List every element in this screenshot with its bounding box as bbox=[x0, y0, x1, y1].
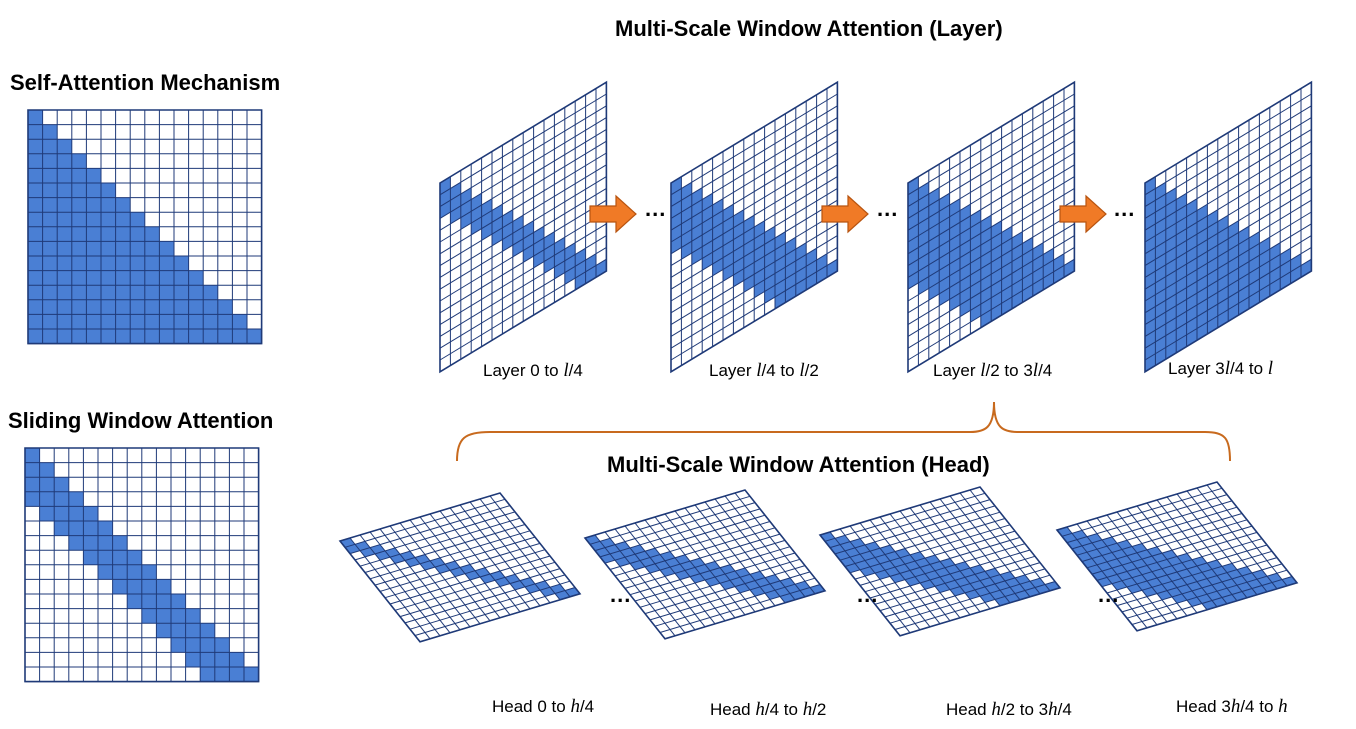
head-grid-4 bbox=[1055, 481, 1299, 632]
self-attention-grid bbox=[27, 109, 263, 345]
layer-caption-4: Layer 3l/4 to l bbox=[1168, 358, 1274, 379]
multi-scale-layer-title: Multi-Scale Window Attention (Layer) bbox=[615, 16, 1003, 41]
right-arrow-icon bbox=[1059, 194, 1107, 234]
right-arrow-icon bbox=[589, 194, 637, 234]
layer-ellipsis-1: ... bbox=[645, 196, 667, 221]
layer-caption-2: Layer l/4 to l/2 bbox=[709, 360, 819, 381]
sliding-window-title: Sliding Window Attention bbox=[8, 408, 274, 433]
head-caption-2: Head h/4 to h/2 bbox=[710, 699, 827, 720]
head-ellipsis-2: ... bbox=[857, 582, 879, 607]
head-ellipsis-1: ... bbox=[610, 582, 632, 607]
curly-brace-icon bbox=[456, 401, 1231, 462]
sliding-window-grid bbox=[24, 447, 260, 683]
multi-scale-head-title: Multi-Scale Window Attention (Head) bbox=[607, 452, 990, 477]
head-grid-2 bbox=[583, 489, 827, 640]
layer-ellipsis-3: ... bbox=[1114, 196, 1136, 221]
layer-grid-1 bbox=[439, 80, 608, 374]
right-arrow-icon bbox=[821, 194, 869, 234]
head-grid-1 bbox=[338, 492, 582, 643]
layer-caption-1: Layer 0 to l/4 bbox=[483, 360, 583, 381]
head-ellipsis-3: ... bbox=[1098, 582, 1120, 607]
layer-grid-4 bbox=[1144, 80, 1313, 374]
layer-ellipsis-2: ... bbox=[877, 196, 899, 221]
head-caption-3: Head h/2 to 3h/4 bbox=[946, 699, 1072, 720]
layer-grid-2 bbox=[670, 80, 839, 374]
self-attention-title: Self-Attention Mechanism bbox=[10, 70, 281, 95]
layer-caption-3: Layer l/2 to 3l/4 bbox=[933, 360, 1053, 381]
head-caption-4: Head 3h/4 to h bbox=[1176, 696, 1288, 717]
head-caption-1: Head 0 to h/4 bbox=[492, 696, 595, 717]
layer-grid-3 bbox=[907, 80, 1076, 374]
head-grid-3 bbox=[818, 486, 1062, 637]
